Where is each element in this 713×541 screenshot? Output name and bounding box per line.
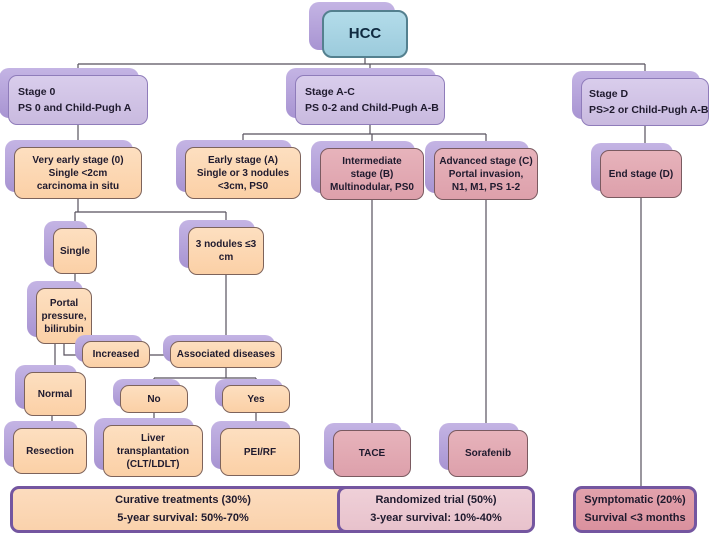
node-label: Stage 0	[18, 85, 56, 98]
node-label: Single	[59, 245, 90, 257]
node-label: Stage D	[589, 87, 629, 100]
node-face: Single	[53, 228, 97, 274]
node-face: Very early stage (0) Single <2cm carcino…	[14, 147, 142, 199]
node-liver-transplantation: Liver transplantation (CLT/LDLT)	[94, 418, 203, 477]
node-face: Curative treatments (30%) 5-year surviva…	[10, 486, 356, 533]
node-end-stage-d: End stage (D)	[591, 143, 682, 198]
node-early-stage-a: Early stage (A) Single or 3 nodules <3cm…	[176, 140, 301, 199]
node-face: Associated diseases	[170, 341, 282, 368]
node-portal-pressure: Portal pressure, bilirubin	[27, 281, 92, 344]
node-stage-a-c: Stage A-C PS 0-2 and Child-Pugh A-B	[286, 68, 445, 125]
node-face: Sorafenib	[448, 430, 528, 477]
node-label: Liver	[141, 432, 165, 444]
node-label: HCC	[348, 25, 382, 43]
node-face: Intermediate stage (B) Multinodular, PS0	[320, 148, 424, 200]
node-stage-0: Stage 0 PS 0 and Child-Pugh A	[0, 68, 148, 125]
node-face: End stage (D)	[600, 150, 682, 198]
node-increased: Increased	[75, 335, 150, 368]
node-3-nodules: 3 nodules ≤3 cm	[179, 220, 264, 275]
node-label: Portal invasion,	[448, 168, 524, 180]
node-face: Yes	[222, 385, 290, 413]
node-label: 3-year survival: 10%-40%	[370, 511, 502, 524]
node-face: Liver transplantation (CLT/LDLT)	[103, 425, 203, 477]
connector	[74, 199, 227, 228]
node-face: Stage A-C PS 0-2 and Child-Pugh A-B	[295, 75, 445, 125]
node-label: Portal	[49, 297, 79, 309]
node-face: Portal pressure, bilirubin	[36, 288, 92, 344]
node-associated-diseases: Associated diseases	[163, 335, 282, 368]
node-label: Associated diseases	[176, 349, 276, 360]
node-label: stage (B)	[350, 168, 394, 180]
node-face: HCC	[322, 10, 408, 58]
node-face: Early stage (A) Single or 3 nodules <3cm…	[185, 147, 301, 199]
node-label: (CLT/LDLT)	[126, 458, 180, 470]
node-intermediate-stage-b: Intermediate stage (B) Multinodular, PS0	[311, 141, 424, 200]
node-label: Curative treatments (30%)	[115, 493, 251, 506]
node-face: Increased	[82, 341, 150, 368]
node-label: Sorafenib	[464, 448, 512, 459]
node-label: PS 0-2 and Child-Pugh A-B	[305, 102, 439, 114]
node-label: 3 nodules ≤3	[195, 239, 257, 250]
node-tace: TACE	[324, 423, 411, 477]
node-face: Symptomatic (20%) Survival <3 months	[573, 486, 697, 533]
node-face: Resection	[13, 428, 87, 474]
node-face: Randomized trial (50%) 3-year survival: …	[337, 486, 535, 533]
node-label: Very early stage (0)	[32, 154, 124, 166]
node-label: End stage (D)	[608, 168, 674, 180]
node-face: Advanced stage (C) Portal invasion, N1, …	[434, 148, 538, 200]
node-sorafenib: Sorafenib	[439, 423, 528, 477]
node-label: Multinodular, PS0	[330, 181, 414, 193]
node-label: N1, M1, PS 1-2	[451, 181, 521, 193]
node-pei-rf: PEI/RF	[211, 421, 300, 476]
node-label: transplantation	[116, 445, 190, 457]
node-hcc: HCC	[309, 2, 408, 58]
node-face: No	[120, 385, 188, 413]
node-label: No	[147, 393, 161, 405]
node-label: PS 0 and Child-Pugh A	[18, 102, 132, 114]
node-normal: Normal	[15, 365, 86, 416]
node-label: Survival <3 months	[584, 511, 686, 524]
node-single: Single	[44, 221, 97, 274]
node-label: bilirubin	[44, 323, 84, 335]
node-label: Stage A-C	[305, 85, 355, 98]
node-label: Normal	[37, 388, 73, 400]
node-label: Randomized trial (50%)	[375, 493, 497, 506]
node-curative-treatments: Curative treatments (30%) 5-year surviva…	[10, 486, 356, 533]
node-resection: Resection	[4, 421, 87, 474]
node-label: TACE	[358, 448, 386, 459]
node-yes: Yes	[215, 379, 290, 413]
node-face: 3 nodules ≤3 cm	[188, 227, 264, 275]
node-no: No	[113, 379, 188, 413]
node-label: <3cm, PS0	[217, 180, 269, 192]
node-symptomatic: Symptomatic (20%) Survival <3 months	[573, 486, 697, 533]
node-face: Stage 0 PS 0 and Child-Pugh A	[8, 75, 148, 125]
node-face: Stage D PS>2 or Child-Pugh A-B	[581, 78, 709, 126]
node-face: Normal	[24, 372, 86, 416]
node-label: carcinoma in situ	[36, 180, 120, 192]
node-label: Advanced stage (C)	[439, 155, 533, 167]
node-label: Symptomatic (20%)	[584, 493, 686, 506]
node-randomized-trial: Randomized trial (50%) 3-year survival: …	[337, 486, 535, 533]
node-label: Early stage (A)	[207, 154, 279, 166]
node-label: 5-year survival: 50%-70%	[117, 511, 249, 524]
node-face: TACE	[333, 430, 411, 477]
node-label: Intermediate	[342, 155, 402, 167]
connector	[371, 200, 487, 430]
connector	[153, 368, 257, 385]
node-label: PS>2 or Child-Pugh A-B	[589, 104, 709, 116]
node-label: Resection	[26, 445, 74, 457]
node-label: cm	[218, 252, 234, 263]
node-label: Yes	[247, 393, 265, 405]
node-face: PEI/RF	[220, 428, 300, 476]
node-stage-d: Stage D PS>2 or Child-Pugh A-B	[572, 71, 709, 126]
node-label: Single <2cm	[48, 167, 108, 179]
node-label: Increased	[92, 349, 140, 360]
node-label: pressure,	[41, 310, 87, 322]
node-label: Single or 3 nodules	[196, 167, 290, 179]
node-very-early-stage: Very early stage (0) Single <2cm carcino…	[5, 140, 142, 199]
node-label: PEI/RF	[243, 446, 277, 458]
node-advanced-stage-c: Advanced stage (C) Portal invasion, N1, …	[425, 141, 538, 200]
